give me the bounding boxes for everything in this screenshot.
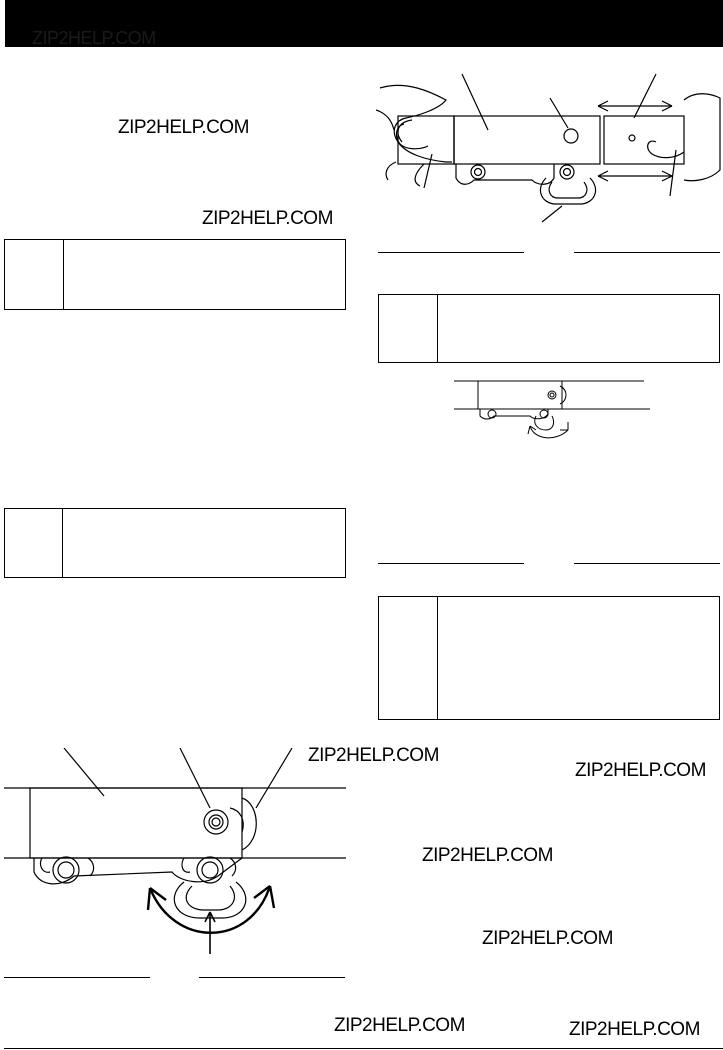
caption-rule: [199, 977, 345, 978]
footer-rule: [4, 1048, 723, 1049]
knob-rotation-large-illustration: [4, 748, 346, 954]
caption-rule: [574, 563, 720, 564]
watermark: ZIP2HELP.COM: [422, 845, 553, 866]
watermark-top: ZIP2HELP.COM: [32, 28, 156, 48]
watermark: ZIP2HELP.COM: [308, 745, 439, 766]
knob-rotation-small-illustration: [454, 380, 650, 439]
note-box-1: [4, 239, 346, 310]
note-box-2: [4, 508, 346, 578]
watermark: ZIP2HELP.COM: [334, 1015, 465, 1036]
header-bar: [5, 0, 723, 47]
note-box-4: [378, 596, 720, 720]
watermark: ZIP2HELP.COM: [575, 760, 706, 781]
watermark: ZIP2HELP.COM: [569, 1019, 700, 1040]
watermark: ZIP2HELP.COM: [202, 208, 333, 229]
watermark: ZIP2HELP.COM: [482, 928, 613, 949]
caption-rule: [4, 977, 150, 978]
caption-rule: [574, 252, 720, 253]
caption-rule: [378, 563, 524, 564]
note-box-3: [378, 294, 720, 363]
watermark: ZIP2HELP.COM: [118, 117, 249, 138]
caption-rule: [378, 252, 524, 253]
fence-slide-illustration: [376, 73, 721, 223]
